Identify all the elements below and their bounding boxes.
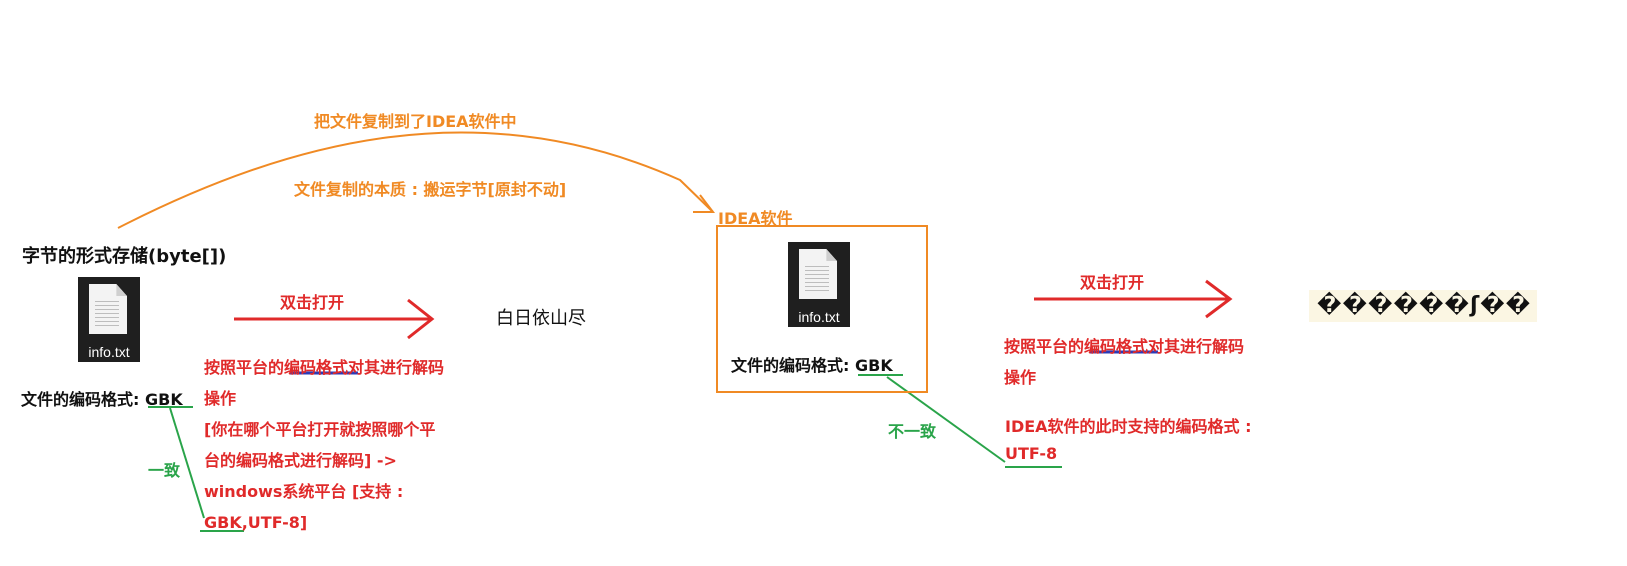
garbled-output: ������ʃ�� bbox=[1309, 290, 1537, 322]
decoded-text-garbled: ������ʃ�� bbox=[1317, 293, 1532, 318]
consistent-label: 一致 bbox=[148, 461, 181, 480]
left-encoding-value: GBK bbox=[144, 390, 183, 409]
file-name-idea: info.txt bbox=[798, 309, 840, 325]
red-arrow-left-head bbox=[407, 298, 435, 340]
copy-arc-head bbox=[693, 194, 716, 213]
inconsistent-label: 不一致 bbox=[888, 422, 937, 441]
decode-right-line2: 操作 bbox=[1004, 368, 1037, 387]
decode-left-line6: GBK,UTF-8] bbox=[204, 513, 308, 532]
copy-arc bbox=[117, 131, 714, 229]
decode-left-line4: 台的编码格式进行解码] -> bbox=[204, 451, 397, 470]
file-name-left: info.txt bbox=[88, 344, 130, 360]
decode-left-line3: [你在哪个平台打开就按照哪个平 bbox=[204, 420, 436, 439]
red-arrow-right-head bbox=[1205, 279, 1233, 319]
file-icon-idea: info.txt bbox=[788, 242, 850, 327]
decode-left-line5: windows系统平台 [支持 : bbox=[204, 482, 404, 501]
decode-right-line1: 按照平台的编码格式对其进行解码 bbox=[1004, 337, 1245, 356]
idea-title: IDEA软件 bbox=[718, 209, 793, 228]
decode-left-line1: 按照平台的编码格式对其进行解码 bbox=[204, 358, 445, 377]
decode-left-block: 按照平台的编码格式对其进行解码 操作 [你在哪个平台打开就按照哪个平 台的编码格… bbox=[204, 352, 444, 538]
idea-encoding-label: 文件的编码格式: GBK bbox=[731, 356, 893, 375]
left-encoding-label: 文件的编码格式: GBK bbox=[21, 390, 183, 409]
double-click-right: 双击打开 bbox=[1080, 273, 1145, 292]
consistent-connector bbox=[169, 407, 205, 519]
idea-box bbox=[716, 225, 928, 393]
file-icon-left: info.txt bbox=[78, 277, 140, 362]
idea-support-value: UTF-8 bbox=[1005, 444, 1058, 463]
copy-top-label: 把文件复制到了IDEA软件中 bbox=[314, 112, 517, 131]
copy-essence-label: 文件复制的本质 : 搬运字节[原封不动] bbox=[294, 180, 567, 199]
byte-storage-title: 字节的形式存储(byte[]) bbox=[22, 246, 227, 267]
idea-encoding-value: GBK bbox=[854, 356, 893, 375]
idea-support-label: IDEA软件的此时支持的编码格式 : bbox=[1005, 417, 1252, 436]
double-click-left: 双击打开 bbox=[280, 293, 345, 312]
decode-right-block: 按照平台的编码格式对其进行解码 操作 bbox=[1004, 331, 1244, 393]
decode-left-line2: 操作 bbox=[204, 389, 237, 408]
decoded-text-ok: 白日依山尽 bbox=[496, 308, 586, 329]
